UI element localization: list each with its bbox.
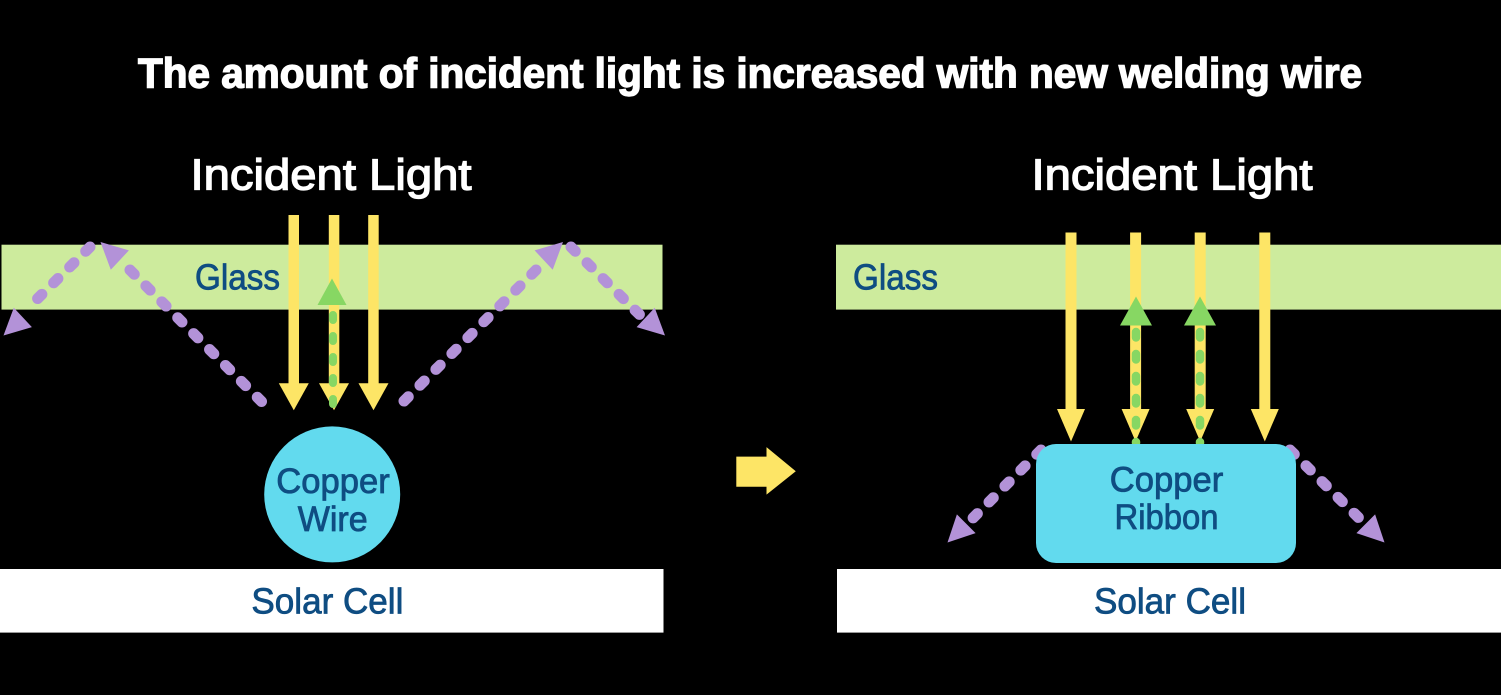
svg-text:Copper: Copper xyxy=(276,461,390,501)
svg-text:Solar Cell: Solar Cell xyxy=(1094,581,1246,622)
svg-text:Glass: Glass xyxy=(195,257,280,298)
svg-text:Glass: Glass xyxy=(853,257,938,298)
svg-text:Copper: Copper xyxy=(1110,460,1224,500)
svg-text:The amount of incident light i: The amount of incident light is increase… xyxy=(138,50,1362,97)
svg-text:Solar Cell: Solar Cell xyxy=(251,581,403,622)
svg-text:Wire: Wire xyxy=(298,499,368,539)
svg-text:Incident Light: Incident Light xyxy=(1032,152,1313,200)
svg-text:Incident Light: Incident Light xyxy=(191,152,472,200)
svg-text:Ribbon: Ribbon xyxy=(1115,497,1219,537)
